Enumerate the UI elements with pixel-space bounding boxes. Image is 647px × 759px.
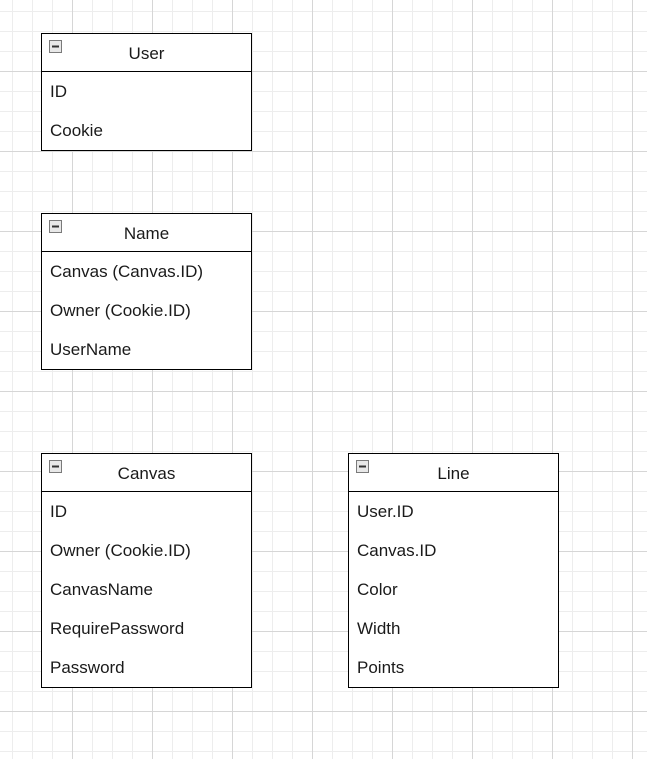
attribute-row[interactable]: Width	[357, 619, 401, 638]
entity-header: Line	[349, 454, 558, 492]
entity-name[interactable]: Name Canvas (Canvas.ID) Owner (Cookie.ID…	[41, 213, 252, 370]
entity-attributes: ID Owner (Cookie.ID) CanvasName RequireP…	[42, 492, 251, 687]
entity-attributes: User.ID Canvas.ID Color Width Points	[349, 492, 558, 687]
attribute-row[interactable]: Points	[357, 658, 405, 677]
collapse-icon[interactable]	[49, 460, 62, 473]
entity-user[interactable]: User ID Cookie	[41, 33, 252, 151]
attribute-row[interactable]: Cookie	[50, 121, 103, 140]
attribute-row[interactable]: Canvas.ID	[357, 541, 437, 560]
entity-line[interactable]: Line User.ID Canvas.ID Color Width Point…	[348, 453, 559, 688]
attribute-row[interactable]: Color	[357, 580, 398, 599]
entity-title: Line	[437, 464, 470, 483]
entity-title: Name	[123, 224, 170, 243]
entity-attributes: ID Cookie	[42, 72, 251, 150]
entity-canvas[interactable]: Canvas ID Owner (Cookie.ID) CanvasName R…	[41, 453, 252, 688]
entity-attributes: Canvas (Canvas.ID) Owner (Cookie.ID) Use…	[42, 252, 251, 369]
attribute-row[interactable]: User.ID	[357, 502, 414, 521]
attribute-row[interactable]: UserName	[50, 340, 132, 359]
entity-header: Name	[42, 214, 251, 252]
attribute-row[interactable]: Owner (Cookie.ID)	[50, 301, 191, 320]
collapse-icon[interactable]	[49, 220, 62, 233]
attribute-row[interactable]: Owner (Cookie.ID)	[50, 541, 191, 560]
attribute-row[interactable]: CanvasName	[50, 580, 153, 599]
entity-header: Canvas	[42, 454, 251, 492]
collapse-icon[interactable]	[49, 40, 62, 53]
attribute-row[interactable]: Canvas (Canvas.ID)	[50, 262, 204, 281]
entity-title: User	[128, 44, 165, 63]
attribute-row[interactable]: ID	[50, 82, 67, 101]
attribute-row[interactable]: RequirePassword	[50, 619, 185, 638]
collapse-icon[interactable]	[356, 460, 369, 473]
attribute-row[interactable]: Password	[50, 658, 125, 677]
entity-header: User	[42, 34, 251, 72]
attribute-row[interactable]: ID	[50, 502, 67, 521]
entity-title: Canvas	[117, 464, 176, 483]
